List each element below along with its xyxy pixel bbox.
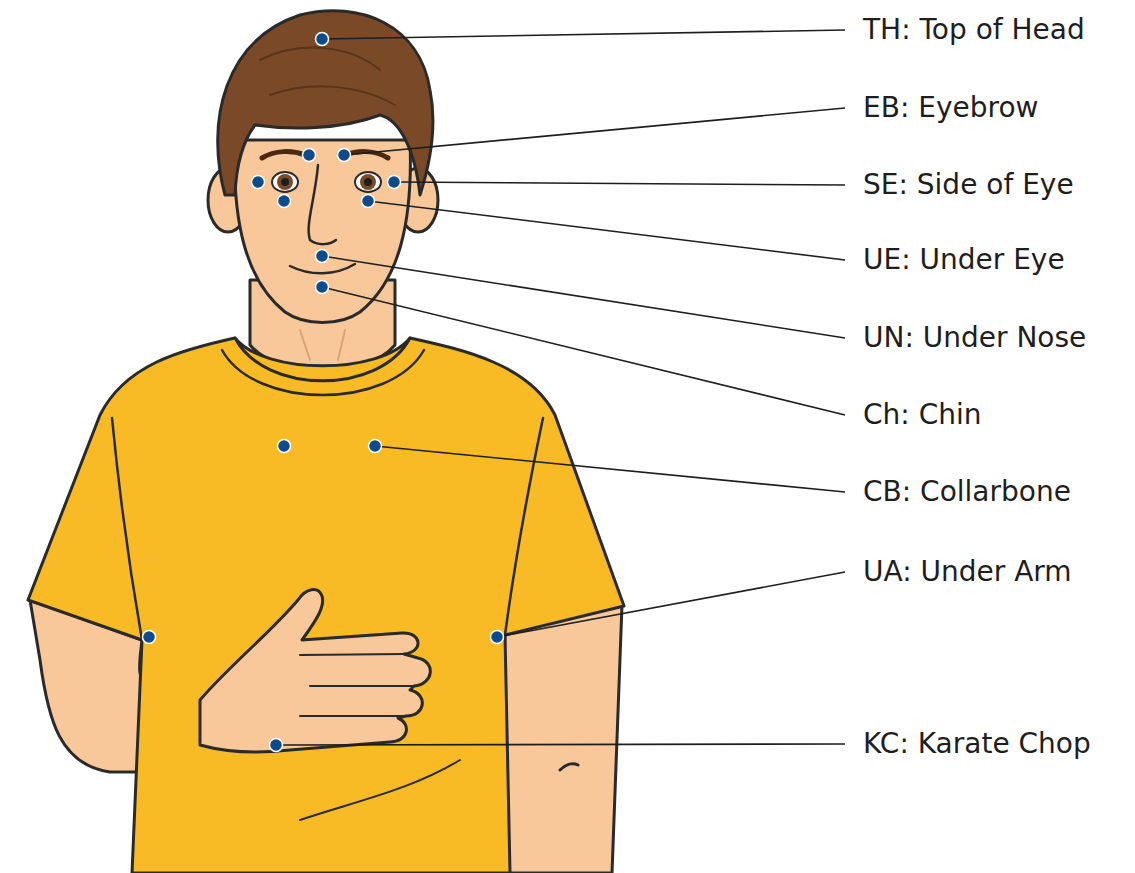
point-label: UE: Under Eye [863, 242, 1065, 278]
tapping-point [316, 33, 329, 46]
point-label: TH: Top of Head [863, 12, 1085, 48]
tapping-point [143, 631, 156, 644]
point-label: KC: Karate Chop [863, 726, 1091, 762]
point-label: CB: Collarbone [863, 474, 1071, 510]
left-eyebrow [262, 152, 305, 158]
collar [235, 338, 410, 381]
point-label: SE: Side of Eye [863, 167, 1074, 203]
tapping-point [491, 631, 504, 644]
point-label: Ch: Chin [863, 397, 981, 433]
leader-line [368, 201, 845, 260]
hand [200, 590, 430, 752]
tapping-point [278, 195, 291, 208]
left-eye [272, 172, 298, 192]
tapping-point [316, 281, 329, 294]
sleeve-seam [112, 418, 543, 640]
leader-line [394, 182, 845, 185]
right-eye [355, 172, 381, 192]
leader-line [375, 446, 845, 492]
leader-line [276, 744, 845, 745]
elbow-line [560, 764, 578, 770]
right-pupil [364, 178, 372, 186]
left-pupil [281, 178, 289, 186]
point-label: EB: Eyebrow [863, 90, 1038, 126]
tapping-point [278, 440, 291, 453]
tapping-point [362, 195, 375, 208]
mouth [290, 264, 355, 273]
tapping-point [338, 149, 351, 162]
tapping-point [252, 176, 265, 189]
point-label: UN: Under Nose [863, 320, 1086, 356]
neck-shadow [300, 330, 345, 360]
left-iris [277, 174, 293, 190]
nose [309, 165, 336, 244]
tapping-point [388, 176, 401, 189]
tapping-point [270, 739, 283, 752]
leader-line [322, 287, 845, 415]
hair-strand [260, 48, 395, 105]
right-arm [498, 605, 622, 873]
leader-line [344, 108, 845, 155]
collar-inner [222, 350, 424, 395]
tapping-point [316, 250, 329, 263]
tapping-point [303, 149, 316, 162]
shirt [28, 338, 624, 873]
face [235, 140, 411, 323]
right-iris [360, 174, 376, 190]
leader-line [497, 572, 845, 637]
leader-line [322, 256, 845, 338]
point-label: UA: Under Arm [863, 554, 1072, 590]
finger-lines [300, 654, 414, 716]
leader-line [322, 30, 845, 39]
tapping-point [369, 440, 382, 453]
shirt-fold [300, 760, 460, 820]
